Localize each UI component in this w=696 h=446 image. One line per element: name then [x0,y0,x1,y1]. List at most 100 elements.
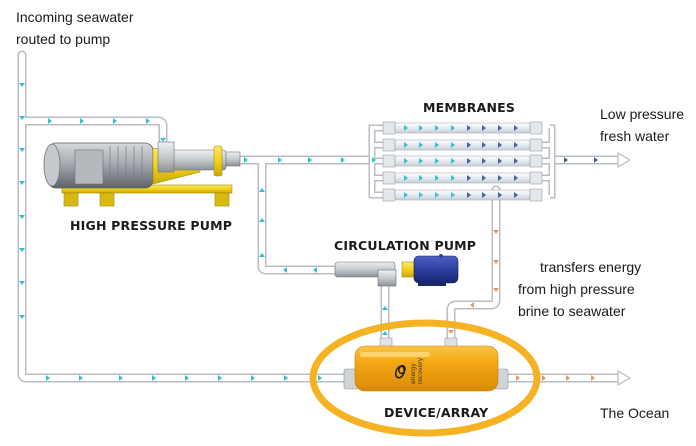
membrane-flow-arrow [404,175,408,181]
membrane-array [368,121,556,202]
brine-flow-arrow [448,330,454,334]
membranes-label: MEMBRANES [423,100,516,115]
seawater-flow-arrow [19,248,25,252]
seawater-flow-arrow [80,118,84,124]
membrane-flow-arrow [498,158,502,164]
brine-flow-arrow [493,288,499,292]
membrane-endcap [382,138,396,152]
seawater-flow-arrow [313,267,317,273]
transfer-note: transfers energy from high pressure brin… [518,256,641,322]
seawater-flow-arrow [19,215,25,219]
membrane-endcap [529,138,543,152]
membrane-flow-arrow [514,175,518,181]
membrane-flow-arrow [451,175,455,181]
seawater-flow-arrow [382,306,388,310]
seawater-flow-arrow [79,375,83,381]
membrane-endcap [382,121,396,135]
membrane-endcap [382,171,396,185]
membrane-flow-arrow [451,142,455,148]
seawater-flow-arrow [146,118,150,124]
seawater-flow-arrow [185,375,189,381]
seawater-flow-arrow [19,148,25,152]
membrane-flow-arrow [482,192,486,198]
seawater-flow-arrow [19,181,25,185]
seawater-flow-arrow [19,116,25,120]
ocean-label: The Ocean [600,405,670,421]
seawater-flow-arrow [218,375,222,381]
pipe-circulation-up [257,155,340,275]
membrane-flow-arrow [435,142,439,148]
seawater-flow-arrow [341,157,345,163]
membrane-flow-arrow [498,175,502,181]
membrane-flow-arrow [467,125,471,131]
brine-discharge-arrow [591,375,595,381]
permeate-arrowhead [617,152,631,168]
energy-recovery-device: energy recovery [343,337,509,392]
membrane-endcap [382,188,396,202]
membrane-flow-arrow [451,125,455,131]
brine-flow-arrow [470,302,474,308]
circulation-pump-label: CIRCULATION PUMP [334,238,477,253]
membrane-tube [394,122,531,134]
seawater-flow-arrow [382,331,388,335]
fresh-water-flow-arrow [564,157,568,163]
membrane-flow-arrow [514,158,518,164]
seawater-flow-arrow [152,375,156,381]
incoming-line1: Incoming seawater [16,9,134,25]
seawater-flow-arrow [46,375,50,381]
membrane-flow-arrow [419,125,423,131]
seawater-flow-arrow [251,375,255,381]
seawater-flow-arrow [48,118,52,124]
device-brand-line2: recovery [417,357,424,384]
membrane-flow-arrow [419,158,423,164]
ocean-arrowhead [617,370,631,386]
membrane-flow-arrow [467,175,471,181]
membrane-flow-arrow [419,142,423,148]
seawater-flow-arrow [259,253,265,257]
high-pressure-pump [43,141,241,207]
incoming-seawater-label: Incoming seawater routed to pump [16,6,134,50]
membrane-tube [394,139,531,151]
membrane-flow-arrow [514,192,518,198]
membrane-flow-arrow [467,158,471,164]
membrane-flow-arrow [404,125,408,131]
flow-arrows [19,83,598,381]
brine-flow-arrow [493,230,499,234]
membrane-flow-arrow [404,142,408,148]
membrane-flow-arrow [498,142,502,148]
membrane-flow-arrow [435,125,439,131]
fresh-water-line2: fresh water [600,128,670,144]
membrane-endcap [529,188,543,202]
brine-discharge-arrow [516,375,520,381]
membrane-flow-arrow [419,192,423,198]
membrane-flow-arrow [498,192,502,198]
circulation-pump [334,254,459,287]
seawater-flow-arrow [113,118,117,124]
seawater-flow-arrow [308,157,312,163]
membrane-flow-arrow [467,192,471,198]
high-pressure-pump-label: HIGH PRESSURE PUMP [70,218,233,233]
membrane-endcap [382,154,396,168]
seawater-flow-arrow [119,375,123,381]
seawater-flow-arrow [284,375,288,381]
brine-flow-arrow [493,260,499,264]
device-brand-line1: energy [410,363,417,384]
seawater-flow-arrow [244,157,248,163]
membrane-flow-arrow [451,158,455,164]
seawater-flow-arrow [160,138,166,142]
membrane-flow-arrow [482,175,486,181]
device-array-label: DEVICE/ARRAY [384,405,489,420]
membrane-endcap [529,154,543,168]
fresh-water-label: Low pressure fresh water [600,103,684,147]
membrane-flow-arrow [404,192,408,198]
membrane-flow-arrow [514,142,518,148]
membrane-flow-arrow [435,158,439,164]
membrane-flow-arrow [451,192,455,198]
seawater-flow-arrow [318,375,322,381]
membrane-endcap [529,121,543,135]
membrane-flow-arrow [435,175,439,181]
membrane-flow-arrow [482,142,486,148]
membrane-flow-arrow [404,158,408,164]
pipe-inlet-main [17,50,625,383]
